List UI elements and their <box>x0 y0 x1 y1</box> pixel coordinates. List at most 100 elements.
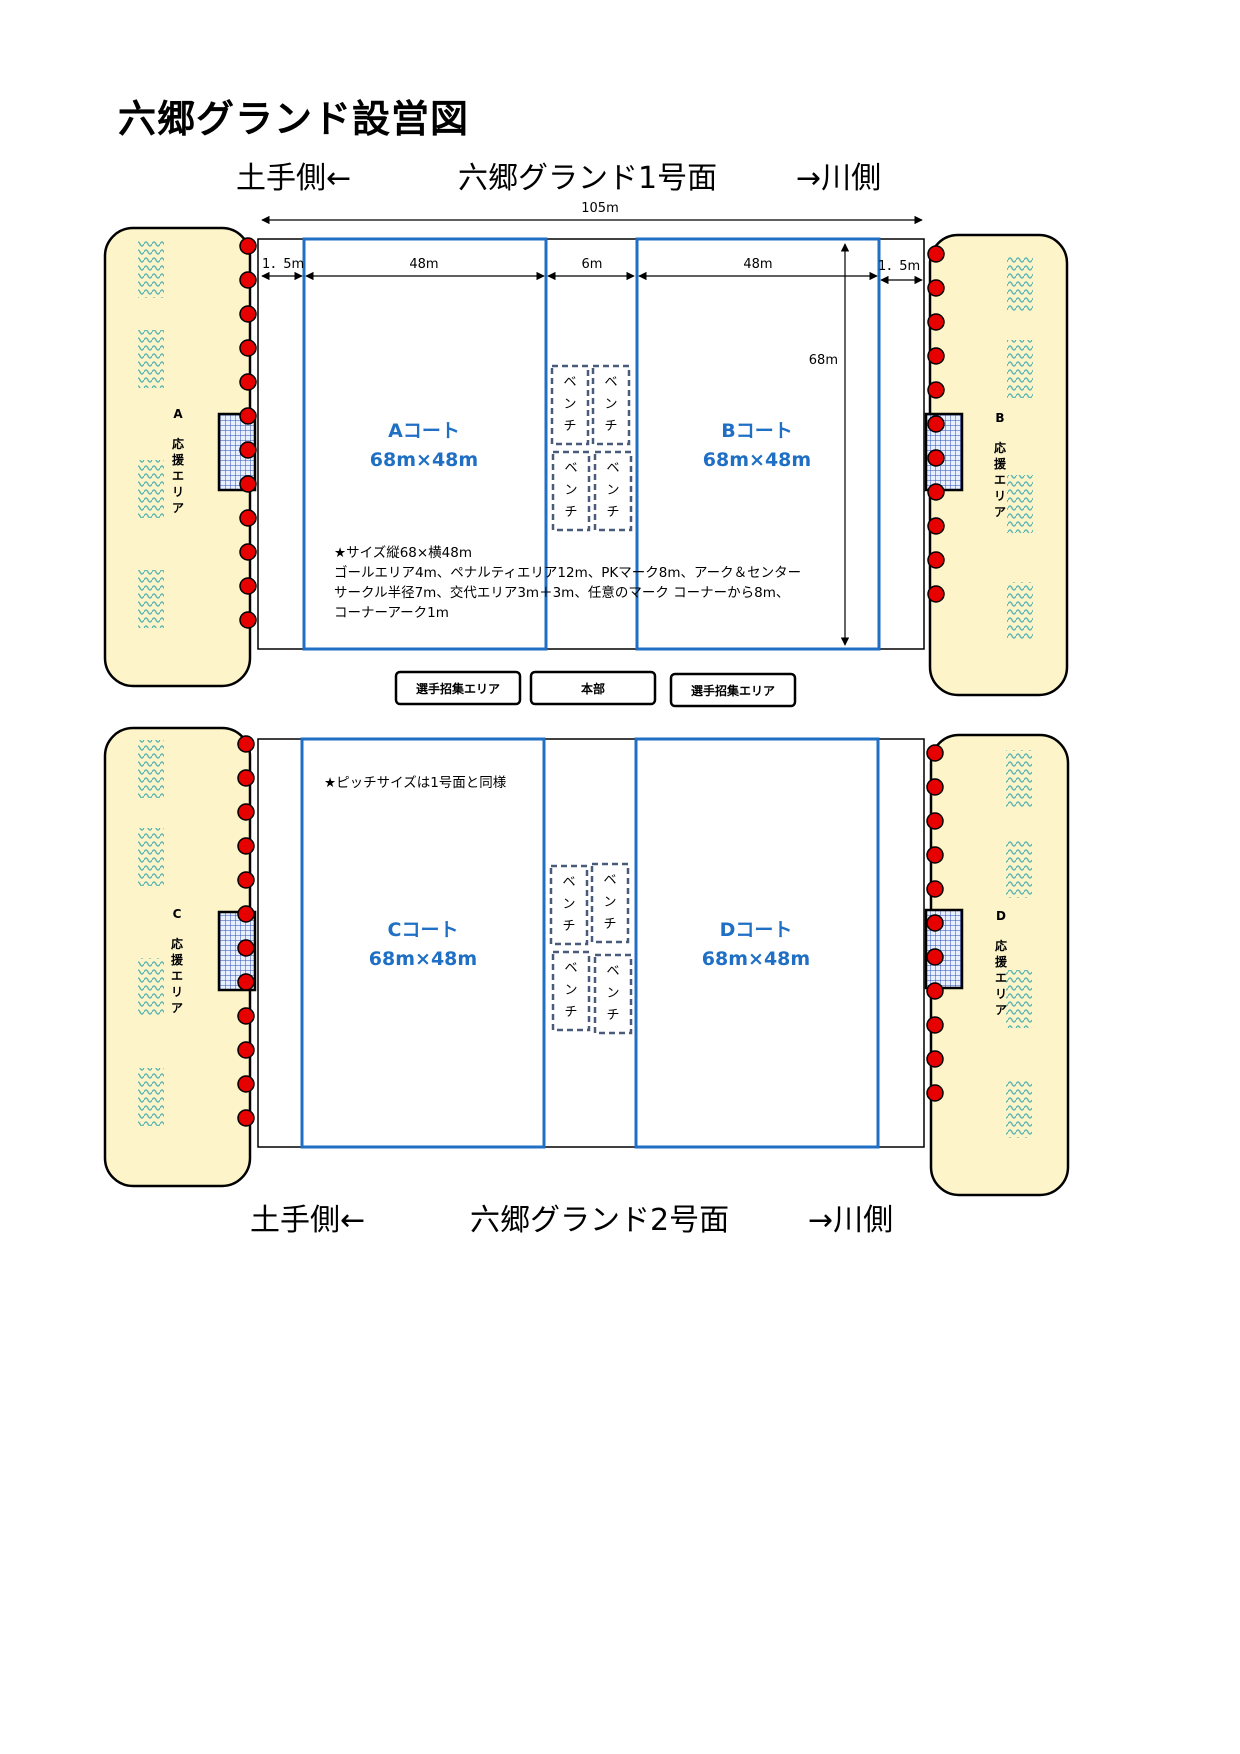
call-area-box-1: 選手招集エリア <box>394 670 522 706</box>
marker-d-3 <box>926 812 944 830</box>
marker-b-10 <box>927 551 945 569</box>
marker-b-4 <box>927 347 945 365</box>
crowd-b-3 <box>1007 475 1033 533</box>
marker-a-2 <box>239 271 257 289</box>
crowd-c-2 <box>138 828 164 886</box>
marker-c-5 <box>237 871 255 889</box>
field1-notes: ★サイズ縦68×横48m ゴールエリア4m、ペナルティエリア12m、PKマーク8… <box>334 545 801 621</box>
svg-text:C: C <box>173 907 182 921</box>
svg-text:応: 応 <box>172 436 184 451</box>
marker-b-9 <box>927 517 945 535</box>
svg-text:チ: チ <box>563 419 576 434</box>
svg-text:リ: リ <box>171 985 183 999</box>
marker-b-7 <box>927 449 945 467</box>
marker-a-1 <box>239 237 257 255</box>
court-a <box>302 237 548 651</box>
dim-height-label: 68m <box>809 353 838 368</box>
dim-court-a-label: 48m <box>409 257 438 272</box>
headquarters-box: 本部 <box>529 670 657 706</box>
svg-text:ン: ン <box>604 397 617 412</box>
marker-b-11 <box>927 585 945 603</box>
svg-text:選手招集エリア: 選手招集エリア <box>416 681 500 696</box>
marker-c-1 <box>237 735 255 753</box>
svg-text:コーナーアーク1m: コーナーアーク1m <box>334 605 449 621</box>
svg-text:ベ: ベ <box>606 461 619 476</box>
marker-b-6 <box>927 415 945 433</box>
field2-title: 六郷グランド2号面 <box>470 1203 730 1238</box>
svg-text:援: 援 <box>171 952 184 967</box>
svg-text:ベ: ベ <box>604 375 617 390</box>
svg-text:ン: ン <box>603 895 616 910</box>
svg-text:リ: リ <box>172 485 184 499</box>
svg-text:エ: エ <box>995 971 1007 985</box>
marker-a-7 <box>239 441 257 459</box>
marker-a-12 <box>239 611 257 629</box>
crowd-d-4 <box>1006 1080 1032 1138</box>
svg-text:ベ: ベ <box>603 873 616 888</box>
marker-d-8 <box>926 982 944 1000</box>
support-label-b: B 応 援 エ リ ア <box>994 411 1007 519</box>
marker-d-2 <box>926 778 944 796</box>
field1-left-label: 土手側← <box>236 161 352 196</box>
court-d-size: 68m×48m <box>702 948 810 970</box>
svg-text:ン: ン <box>606 483 619 498</box>
marker-a-10 <box>239 543 257 561</box>
marker-c-11 <box>237 1075 255 1093</box>
marker-b-8 <box>927 483 945 501</box>
bench-2: ベ ン チ <box>591 364 631 446</box>
field2-note: ★ピッチサイズは1号面と同様 <box>324 775 507 791</box>
bench-8: ベ ン チ <box>593 953 633 1035</box>
marker-b-1 <box>927 245 945 263</box>
crowd-b-2 <box>1007 340 1033 398</box>
svg-text:ン: ン <box>562 897 575 912</box>
court-a-name: Aコート <box>388 420 460 442</box>
svg-text:応: 応 <box>995 938 1007 953</box>
dim-total-label: 105m <box>581 201 618 216</box>
marker-d-10 <box>926 1050 944 1068</box>
marker-d-1 <box>926 744 944 762</box>
svg-text:ベ: ベ <box>564 961 577 976</box>
svg-text:エ: エ <box>172 469 184 483</box>
bench-3: ベ ン チ <box>551 450 591 532</box>
field1-title: 六郷グランド1号面 <box>458 161 718 196</box>
dim-margin-right-label: 1．5m <box>878 259 920 274</box>
marker-a-8 <box>239 475 257 493</box>
crowd-a-3 <box>138 460 164 518</box>
svg-text:★サイズ縦68×横48m: ★サイズ縦68×横48m <box>334 545 472 561</box>
marker-d-5 <box>926 880 944 898</box>
svg-text:ン: ン <box>563 397 576 412</box>
svg-text:B: B <box>995 411 1004 425</box>
svg-text:本部: 本部 <box>581 681 605 696</box>
svg-text:エ: エ <box>171 969 183 983</box>
markers <box>237 237 945 1127</box>
svg-text:ン: ン <box>564 483 577 498</box>
svg-text:ア: ア <box>171 1001 183 1015</box>
crowd-a-1 <box>138 240 164 298</box>
field1-outline <box>257 238 925 650</box>
marker-d-7 <box>926 948 944 966</box>
svg-text:エ: エ <box>994 473 1006 487</box>
svg-text:チ: チ <box>604 419 617 434</box>
court-b-size: 68m×48m <box>703 449 811 471</box>
svg-text:チ: チ <box>562 919 575 934</box>
svg-text:リ: リ <box>994 489 1006 503</box>
crowd-d-2 <box>1006 840 1032 898</box>
court-b <box>635 237 881 651</box>
support-label-a: A 応 援 エ リ ア <box>172 407 185 515</box>
marker-b-3 <box>927 313 945 331</box>
marker-b-5 <box>927 381 945 399</box>
dim-margin-left-label: 1．5m <box>262 257 304 272</box>
svg-text:ア: ア <box>995 1003 1007 1017</box>
bench-1: ベ ン チ <box>550 364 590 446</box>
svg-text:ベ: ベ <box>563 375 576 390</box>
svg-text:ベ: ベ <box>564 461 577 476</box>
svg-text:チ: チ <box>606 1008 619 1023</box>
field2-outline <box>257 738 925 1148</box>
marker-a-6 <box>239 407 257 425</box>
svg-text:ベ: ベ <box>562 875 575 890</box>
marker-c-7 <box>237 939 255 957</box>
call-area-box-2: 選手招集エリア <box>669 672 797 708</box>
marker-c-3 <box>237 803 255 821</box>
svg-text:応: 応 <box>994 440 1006 455</box>
